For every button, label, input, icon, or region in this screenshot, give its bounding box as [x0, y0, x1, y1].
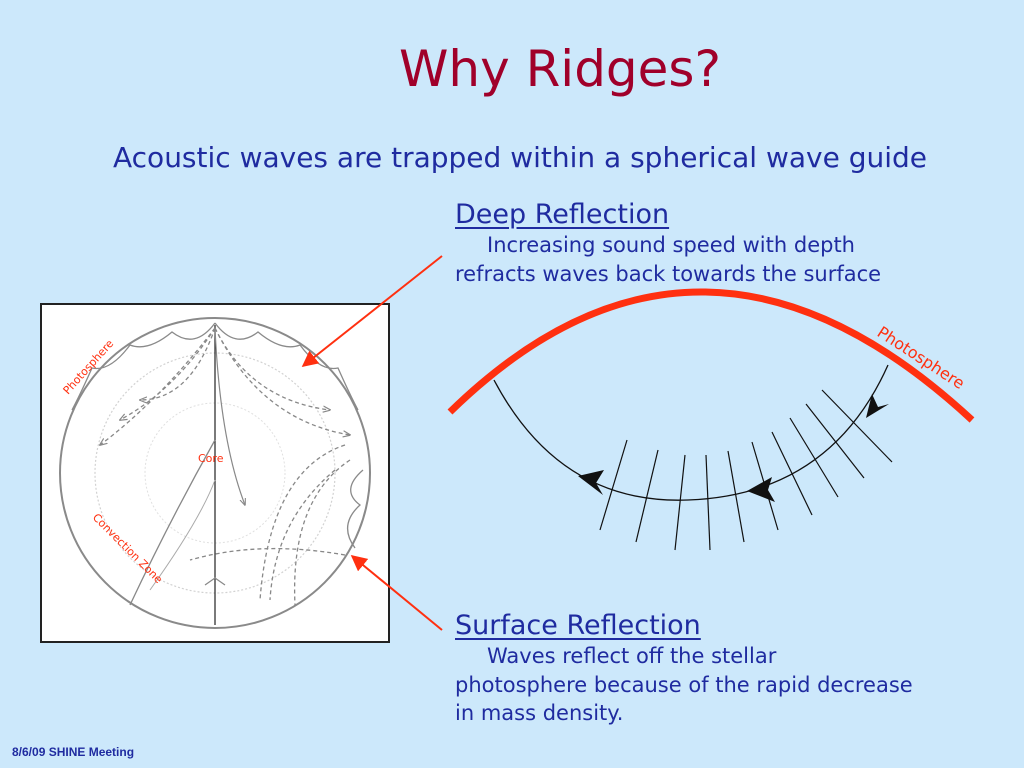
- surface-reflection-block: Surface Reflection Waves reflect off the…: [455, 610, 995, 727]
- wave-ray-path: [493, 364, 889, 501]
- footer-text: 8/6/09 SHINE Meeting: [12, 745, 135, 759]
- surface-reflection-text: Waves reflect off the stellar photospher…: [455, 642, 995, 727]
- wavefront-lines: [599, 389, 893, 551]
- deep-line-1: Increasing sound speed with depth: [487, 233, 855, 258]
- deep-reflection-block: Deep Reflection Increasing sound speed w…: [455, 199, 975, 288]
- core-label: Core: [198, 452, 224, 465]
- surface-line-2: photosphere because of the rapid decreas…: [455, 672, 913, 697]
- surface-line-1: Waves reflect off the stellar: [487, 644, 777, 669]
- ray-arrowhead-middle: [747, 477, 775, 502]
- deep-reflection-text: Increasing sound speed with depth refrac…: [455, 231, 975, 288]
- ray-arrowhead-left: [578, 470, 604, 495]
- surface-reflection-heading: Surface Reflection: [455, 610, 701, 641]
- slide-subtitle: Acoustic waves are trapped within a sphe…: [113, 141, 927, 174]
- photosphere-arc: [447, 288, 975, 423]
- deep-reflection-heading: Deep Reflection: [455, 199, 670, 230]
- sun-circle-diagram: Photosphere Core Convection Zone: [59, 317, 371, 629]
- surface-line-3: in mass density.: [455, 701, 624, 726]
- deep-reflection-arrow: [301, 255, 443, 367]
- convection-zone-label: Convection Zone: [90, 511, 165, 586]
- slide-title: Why Ridges?: [398, 40, 722, 98]
- ray-arrowhead-right: [866, 394, 889, 418]
- surface-reflection-arrow: [350, 554, 443, 631]
- wave-guide-diagram: Photosphere: [447, 288, 975, 551]
- photosphere-label-circle: Photosphere: [61, 337, 117, 397]
- deep-line-2: refracts waves back towards the surface: [455, 261, 882, 286]
